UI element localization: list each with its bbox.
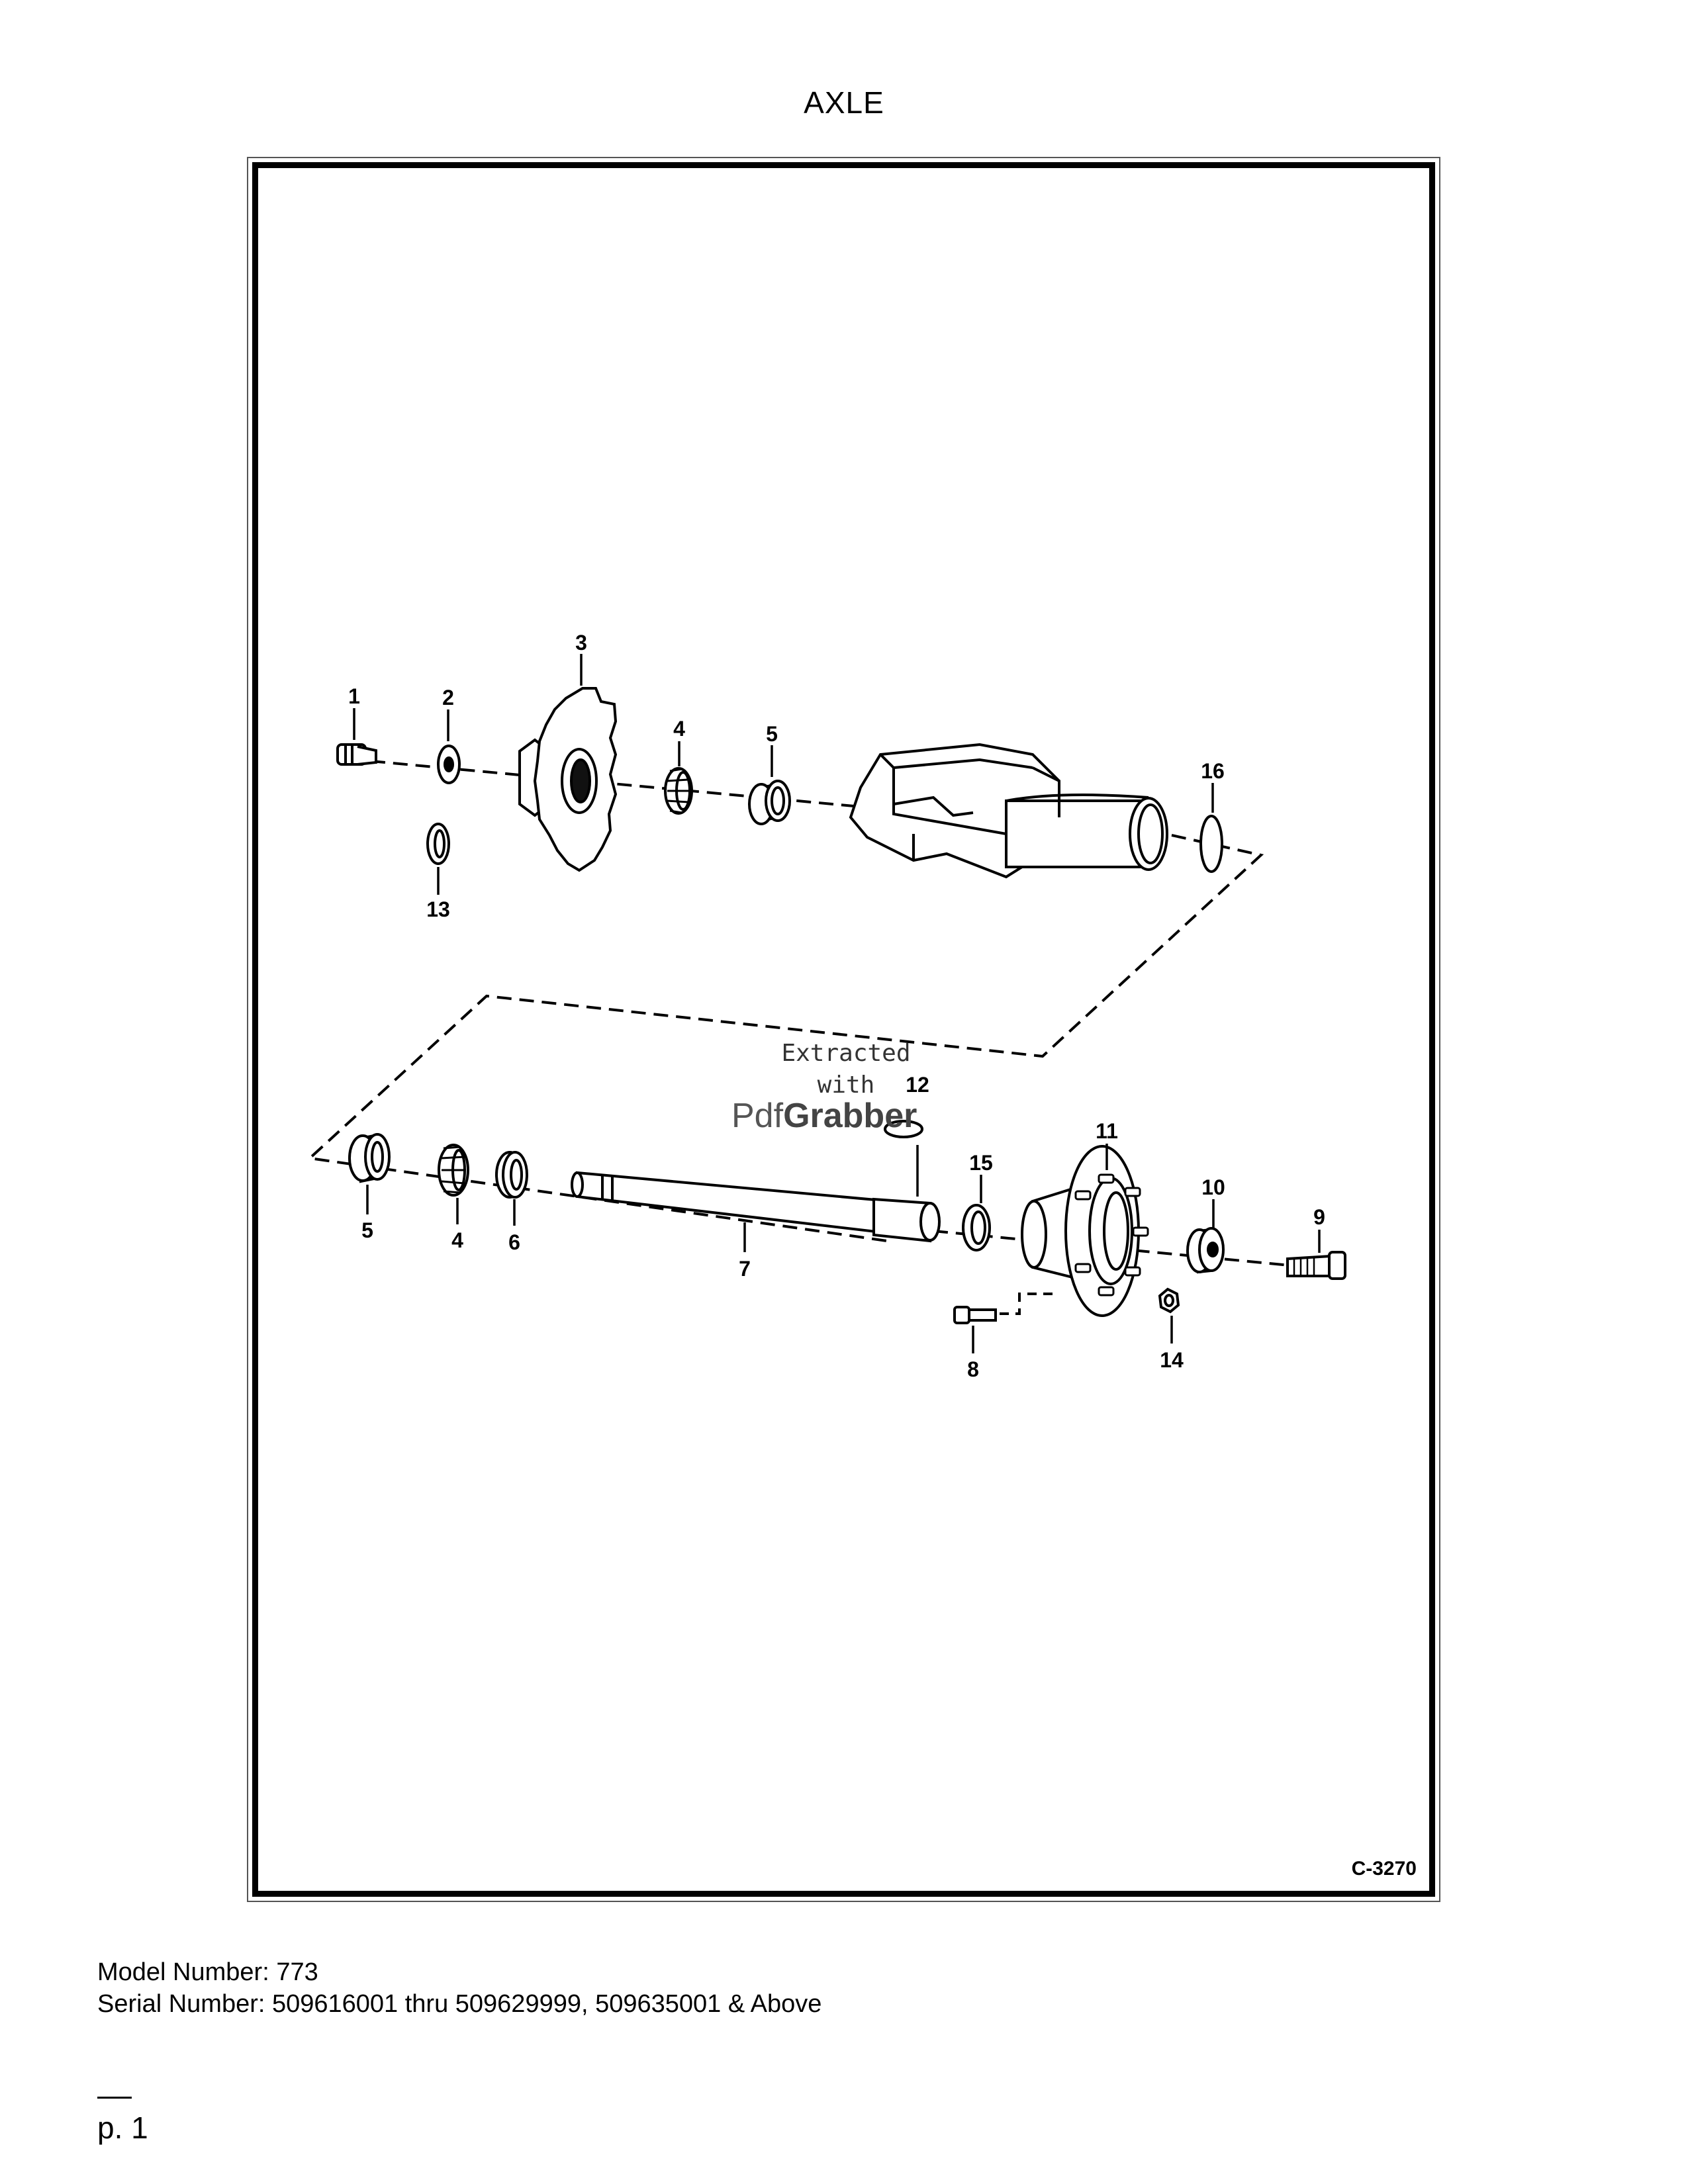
part-1-bolt (336, 743, 377, 766)
part-7-axle-shaft (571, 1171, 941, 1243)
figure-code: C-3270 (1351, 1858, 1417, 1880)
callout-1: 1 (348, 684, 360, 708)
watermark-text: Extracted with (773, 1038, 919, 1101)
watermark-line-1: Extracted (781, 1040, 911, 1067)
watermark-brand-b: Grabber (783, 1097, 917, 1135)
callout-10: 10 (1201, 1175, 1225, 1199)
callout-5-upper: 5 (766, 722, 778, 746)
part-10-washer (1186, 1227, 1225, 1274)
page-number: p. 1 (97, 2111, 148, 2145)
callout-4-upper: 4 (673, 717, 685, 741)
part-6-seal (495, 1151, 528, 1199)
callout-12: 12 (906, 1073, 929, 1097)
hub-bolt-line (1000, 1293, 1053, 1315)
page-title: AXLE (804, 85, 884, 120)
callout-16: 16 (1201, 759, 1225, 783)
part-15-seal (962, 1204, 991, 1251)
part-5-bearing-cup-upper (748, 780, 791, 825)
callout-2: 2 (442, 686, 454, 709)
callout-9: 9 (1313, 1205, 1325, 1229)
callout-14: 14 (1160, 1348, 1184, 1372)
serial-number: Serial Number: 509616001 thru 509629999,… (97, 1990, 822, 2018)
model-info: Model Number: 773 Serial Number: 5096160… (97, 1956, 821, 2020)
axle-housing (849, 743, 1168, 879)
figure-frame-outer (247, 157, 1440, 1902)
callout-13: 13 (426, 897, 450, 921)
callout-3: 3 (575, 631, 587, 655)
part-8-wheel-bolt (953, 1306, 997, 1324)
upper-center-line-2 (306, 834, 1264, 1242)
callout-11: 11 (1096, 1119, 1118, 1143)
part-12-ring (884, 1120, 923, 1138)
part-9-cap-screw (1286, 1251, 1346, 1280)
part-4-bearing-upper (664, 767, 693, 815)
callout-numbers: 1 2 3 4 5 16 13 11 15 10 9 5 4 6 7 8 14 … (348, 631, 1325, 1381)
watermark-brand: PdfGrabber (731, 1096, 917, 1136)
callout-8: 8 (967, 1357, 979, 1381)
page-number-rule (97, 2097, 132, 2099)
callout-leaders (353, 654, 1321, 1353)
part-14-wheel-nut (1158, 1287, 1180, 1314)
part-2-washer (437, 745, 461, 784)
part-3-sprocket (518, 687, 618, 872)
callout-5-lower: 5 (361, 1218, 373, 1242)
figure-frame-inner (252, 162, 1435, 1897)
part-13-seal (426, 823, 450, 865)
watermark-line-2: with (817, 1071, 875, 1099)
part-4-bearing-lower (438, 1144, 469, 1197)
part-5-bearing-cup-lower (348, 1133, 391, 1183)
part-16-o-ring (1199, 815, 1223, 873)
callout-15: 15 (969, 1151, 993, 1175)
watermark-brand-a: Pdf (731, 1097, 784, 1135)
callout-7: 7 (739, 1257, 751, 1281)
part-11-hub (1021, 1145, 1149, 1317)
callout-4-lower: 4 (451, 1228, 463, 1252)
model-number: Model Number: 773 (97, 1958, 318, 1986)
callout-6: 6 (508, 1230, 520, 1254)
